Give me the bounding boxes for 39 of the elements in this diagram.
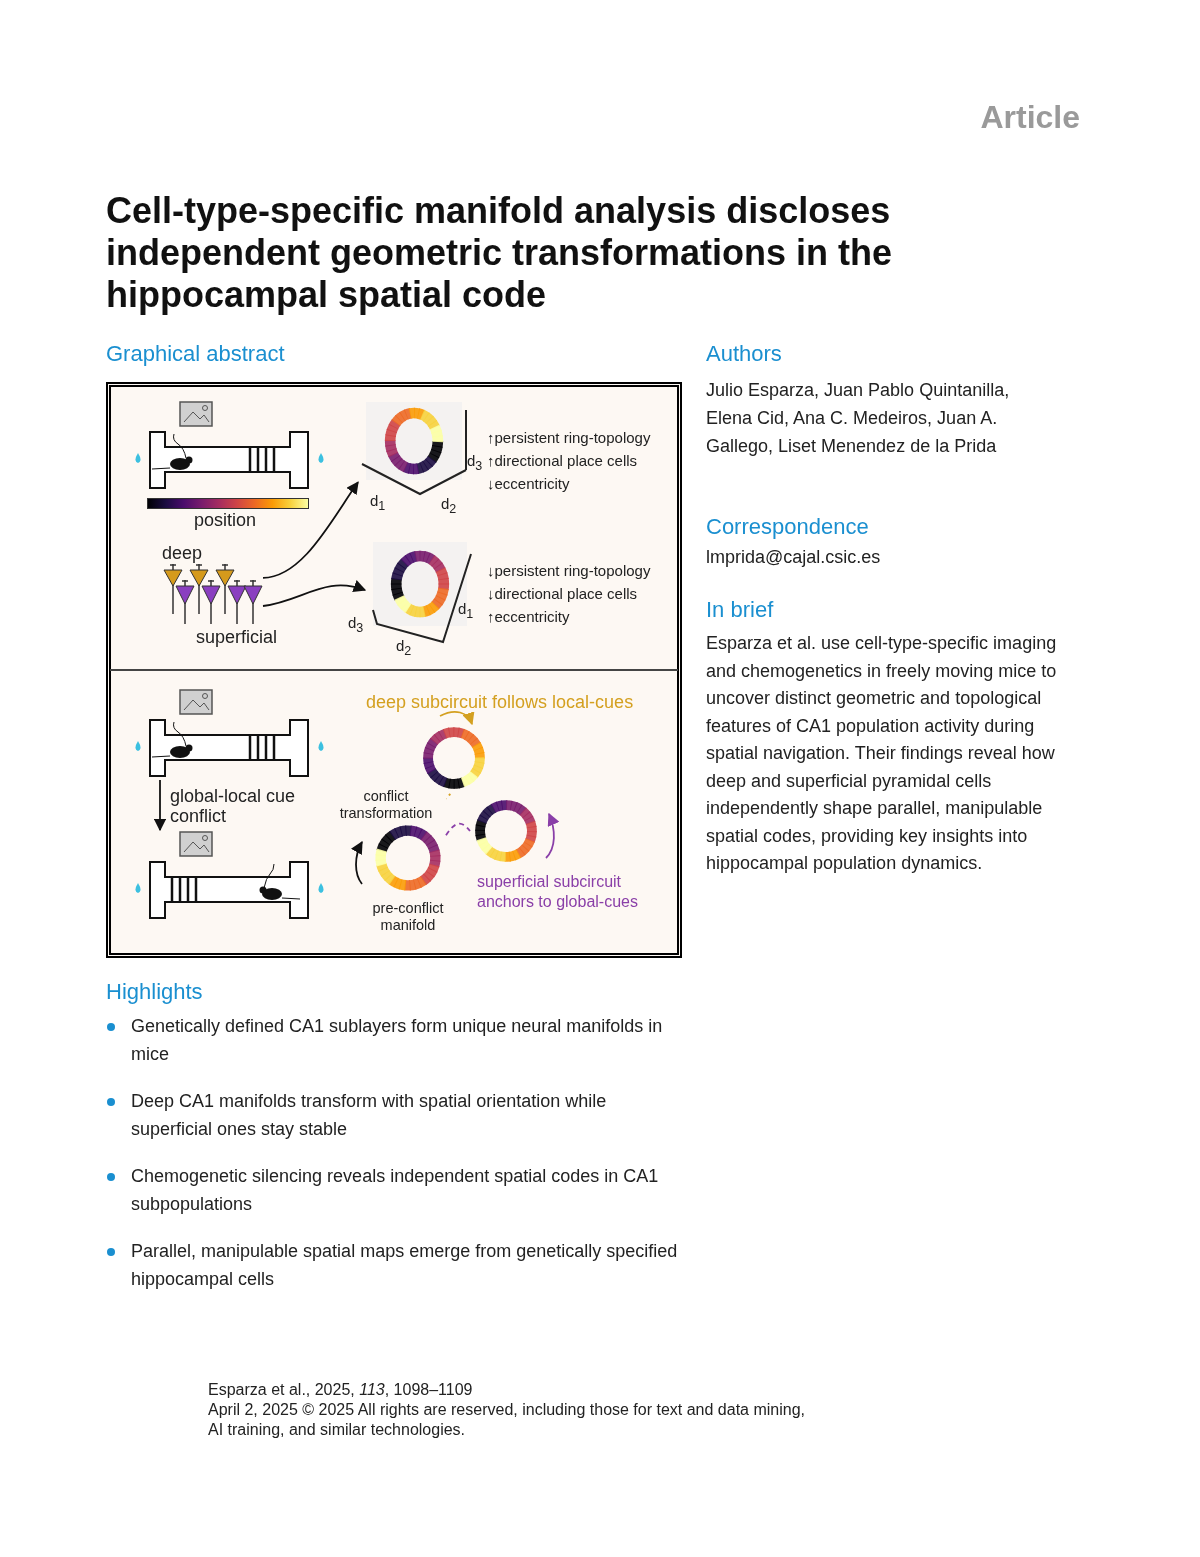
citation-text: Esparza et al., 2025, 113, 1098–1109 bbox=[208, 1380, 473, 1400]
arrow bbox=[153, 779, 167, 832]
axis-label: d$_{2}$ bbox=[441, 495, 457, 518]
caption-text: superficial bbox=[196, 627, 278, 649]
article-title: Cell-type-specific manifold analysis discloses independent geometric transformations in the hippocampal spatial code bbox=[106, 190, 894, 316]
arrow bbox=[262, 580, 367, 607]
caption-text: superficial subcircuit anchors to global-cues bbox=[477, 872, 639, 912]
highlight-text: Chemogenetic silencing reveals independent spatial codes in CA1 subpopulations bbox=[131, 1165, 660, 1216]
caption-text: ↑persistent ring-topology bbox=[487, 429, 651, 447]
email-link: lmprida@cajal.csic.es bbox=[706, 547, 881, 569]
colorbar-label: position bbox=[194, 510, 257, 532]
summary-paragraph: Esparza et al. use cell-type-specific imaging and chemogenetics in freely moving mice to uncover distinct geometric and topological features of CA1 population activity during spatial navigation. Their findings reveal how deep and superficial pyramidal cells independently shape parallel, manipulable spatial codes, providing key insights into hippocampal population dynamics. bbox=[706, 632, 1058, 875]
copyright-text: April 2, 2025 © 2025 All rights are reserved, including those for text and data mining, AI training, and similar technologies. bbox=[208, 1400, 807, 1440]
axis-label: d$_{3}$ bbox=[348, 614, 364, 637]
axis-label: d$_{3}$ bbox=[467, 452, 483, 475]
pyramidal-cells-drawing bbox=[163, 564, 263, 624]
section-heading: In brief bbox=[706, 597, 774, 624]
axis-label: d$_{1}$ bbox=[370, 492, 386, 515]
section-heading: Highlights bbox=[106, 979, 203, 1006]
section-heading: Correspondence bbox=[706, 514, 869, 541]
dashed-connector bbox=[445, 822, 471, 837]
caption-text: pre-conflict manifold bbox=[371, 900, 445, 934]
article-type-label: Article bbox=[979, 98, 1080, 137]
author-list: Julio Esparza, Juan Pablo Quintanilla, Elena Cid, Ana C. Medeiros, Juan A. Gallego, Liset Menendez de la Prida bbox=[706, 376, 1056, 460]
highlight-text: Parallel, manipulable spatial maps emerge from genetically specified hippocampal cells bbox=[131, 1240, 679, 1291]
section-heading: Graphical abstract bbox=[106, 341, 285, 368]
highlight-text: Genetically defined CA1 sublayers form unique neural manifolds in mice bbox=[131, 1015, 664, 1066]
highlight-text: Deep CA1 manifolds transform with spatial orientation while superficial ones stay stable bbox=[131, 1090, 608, 1141]
arrow bbox=[262, 481, 359, 579]
axis-label: d$_{2}$ bbox=[396, 637, 412, 660]
caption-text: ↓eccentricity bbox=[487, 475, 570, 493]
caption-text: ↓directional place cells bbox=[487, 585, 638, 603]
caption-text: ↑eccentricity bbox=[487, 608, 570, 626]
section-heading: Authors bbox=[706, 341, 782, 368]
caption-text: deep bbox=[162, 543, 203, 565]
caption-text: ↓persistent ring-topology bbox=[487, 562, 651, 580]
axis-label: d$_{1}$ bbox=[458, 600, 474, 623]
caption-text: ↑directional place cells bbox=[487, 452, 638, 470]
caption-text: deep subcircuit follows local-cues bbox=[366, 692, 634, 714]
